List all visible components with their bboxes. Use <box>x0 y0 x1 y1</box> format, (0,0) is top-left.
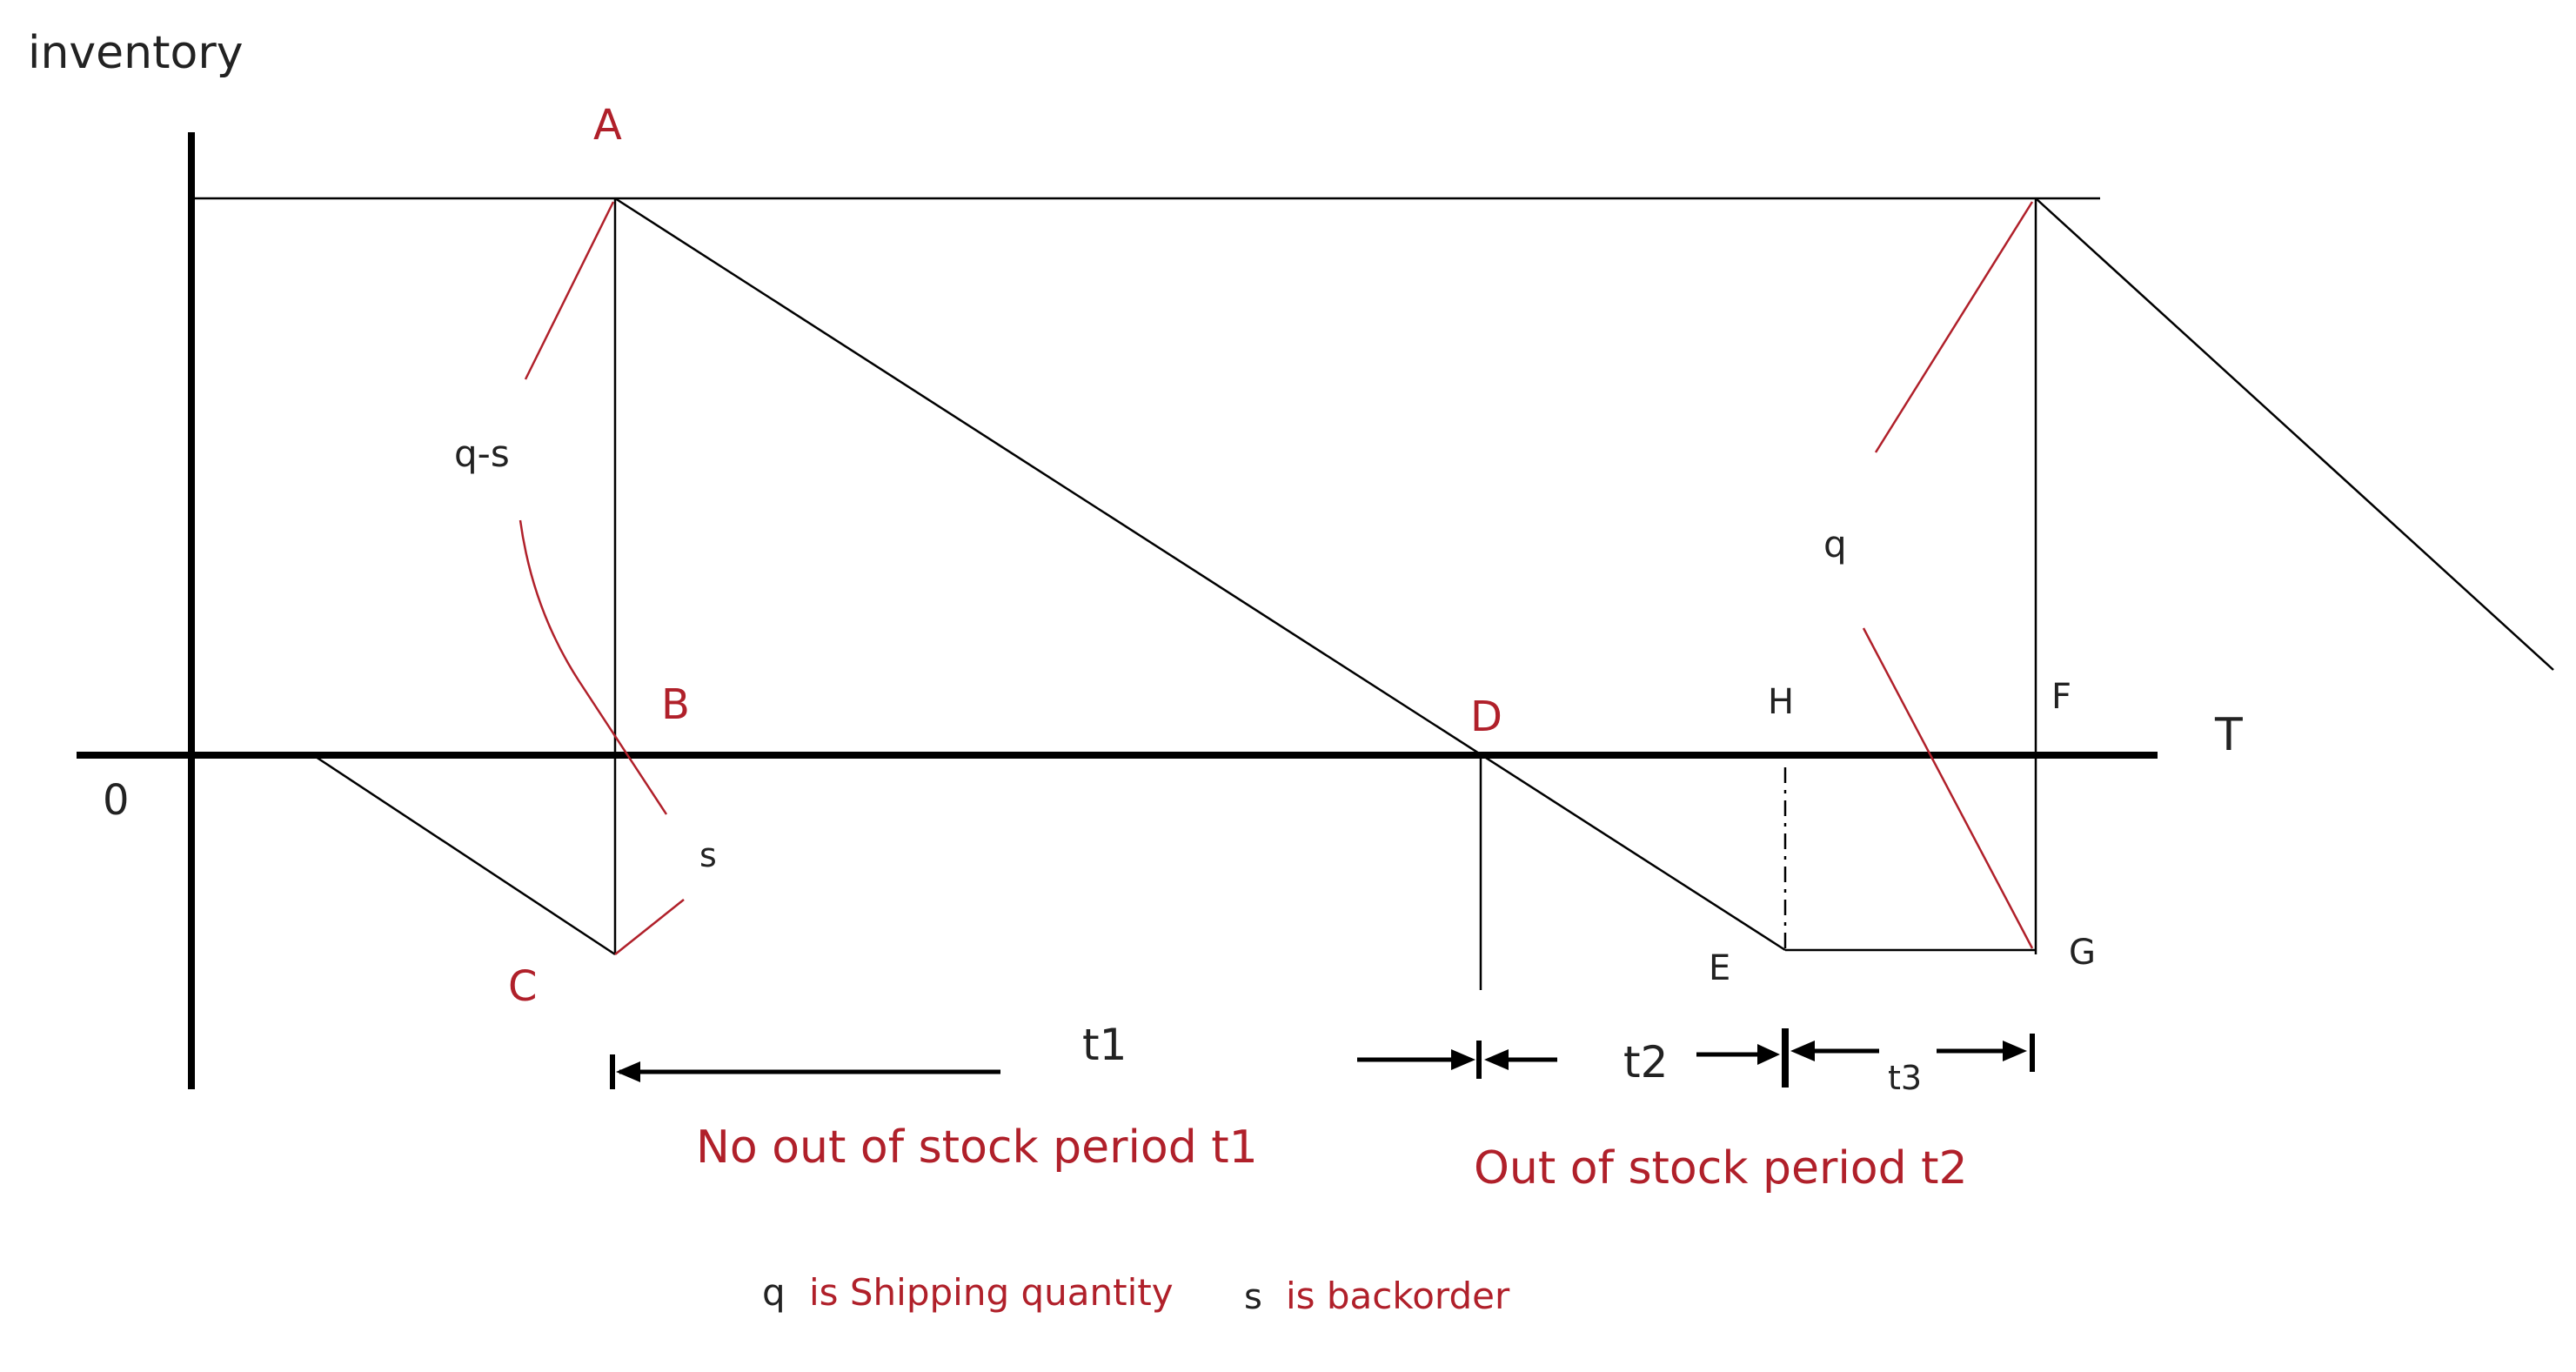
t2-right-arrowhead <box>1757 1044 1780 1065</box>
red-brace-q-minus-s-top <box>524 201 615 380</box>
label-t3: t3 <box>1888 1059 1922 1097</box>
diagonal-a-d-e <box>614 197 1786 952</box>
point-label-e: E <box>1709 948 1730 988</box>
point-label-b: B <box>661 680 690 729</box>
point-label-a: A <box>593 101 622 150</box>
label-t1: t1 <box>1082 1020 1127 1070</box>
caption-out-of-stock: Out of stock period t2 <box>1474 1142 1968 1195</box>
point-label-d: D <box>1470 693 1502 741</box>
red-brace-q-bottom <box>1862 627 2034 949</box>
t3-right-arrowhead <box>2003 1041 2027 1061</box>
label-s: s <box>699 836 717 874</box>
legend-q-symbol: q <box>762 1271 786 1314</box>
legend-s-text: is backorder <box>1286 1275 1510 1317</box>
caption-no-out-of-stock: No out of stock period t1 <box>696 1121 1258 1174</box>
origin-label: 0 <box>103 776 130 825</box>
label-t2: t2 <box>1623 1037 1668 1088</box>
label-q-minus-s: q-s <box>454 432 510 475</box>
red-brace-s <box>614 899 685 955</box>
t1-right-arrowhead <box>1451 1049 1475 1070</box>
red-brace-q-top <box>1874 201 2034 453</box>
x-axis-label: T <box>2214 709 2243 761</box>
diagonal-after-f <box>2035 197 2554 671</box>
point-label-c: C <box>508 962 538 1011</box>
label-q: q <box>1823 523 1847 566</box>
y-axis-label: inventory <box>28 27 243 79</box>
point-label-g: G <box>2069 933 2096 973</box>
diagonal-backorder-start <box>312 753 616 956</box>
red-brace-q-minus-s-bottom <box>519 519 668 815</box>
legend-q-text: is Shipping quantity <box>809 1271 1174 1314</box>
legend-s-symbol: s <box>1244 1277 1262 1317</box>
t1-left-arrowhead <box>616 1061 640 1082</box>
point-label-f: F <box>2051 677 2071 717</box>
point-label-h: H <box>1768 682 1794 722</box>
